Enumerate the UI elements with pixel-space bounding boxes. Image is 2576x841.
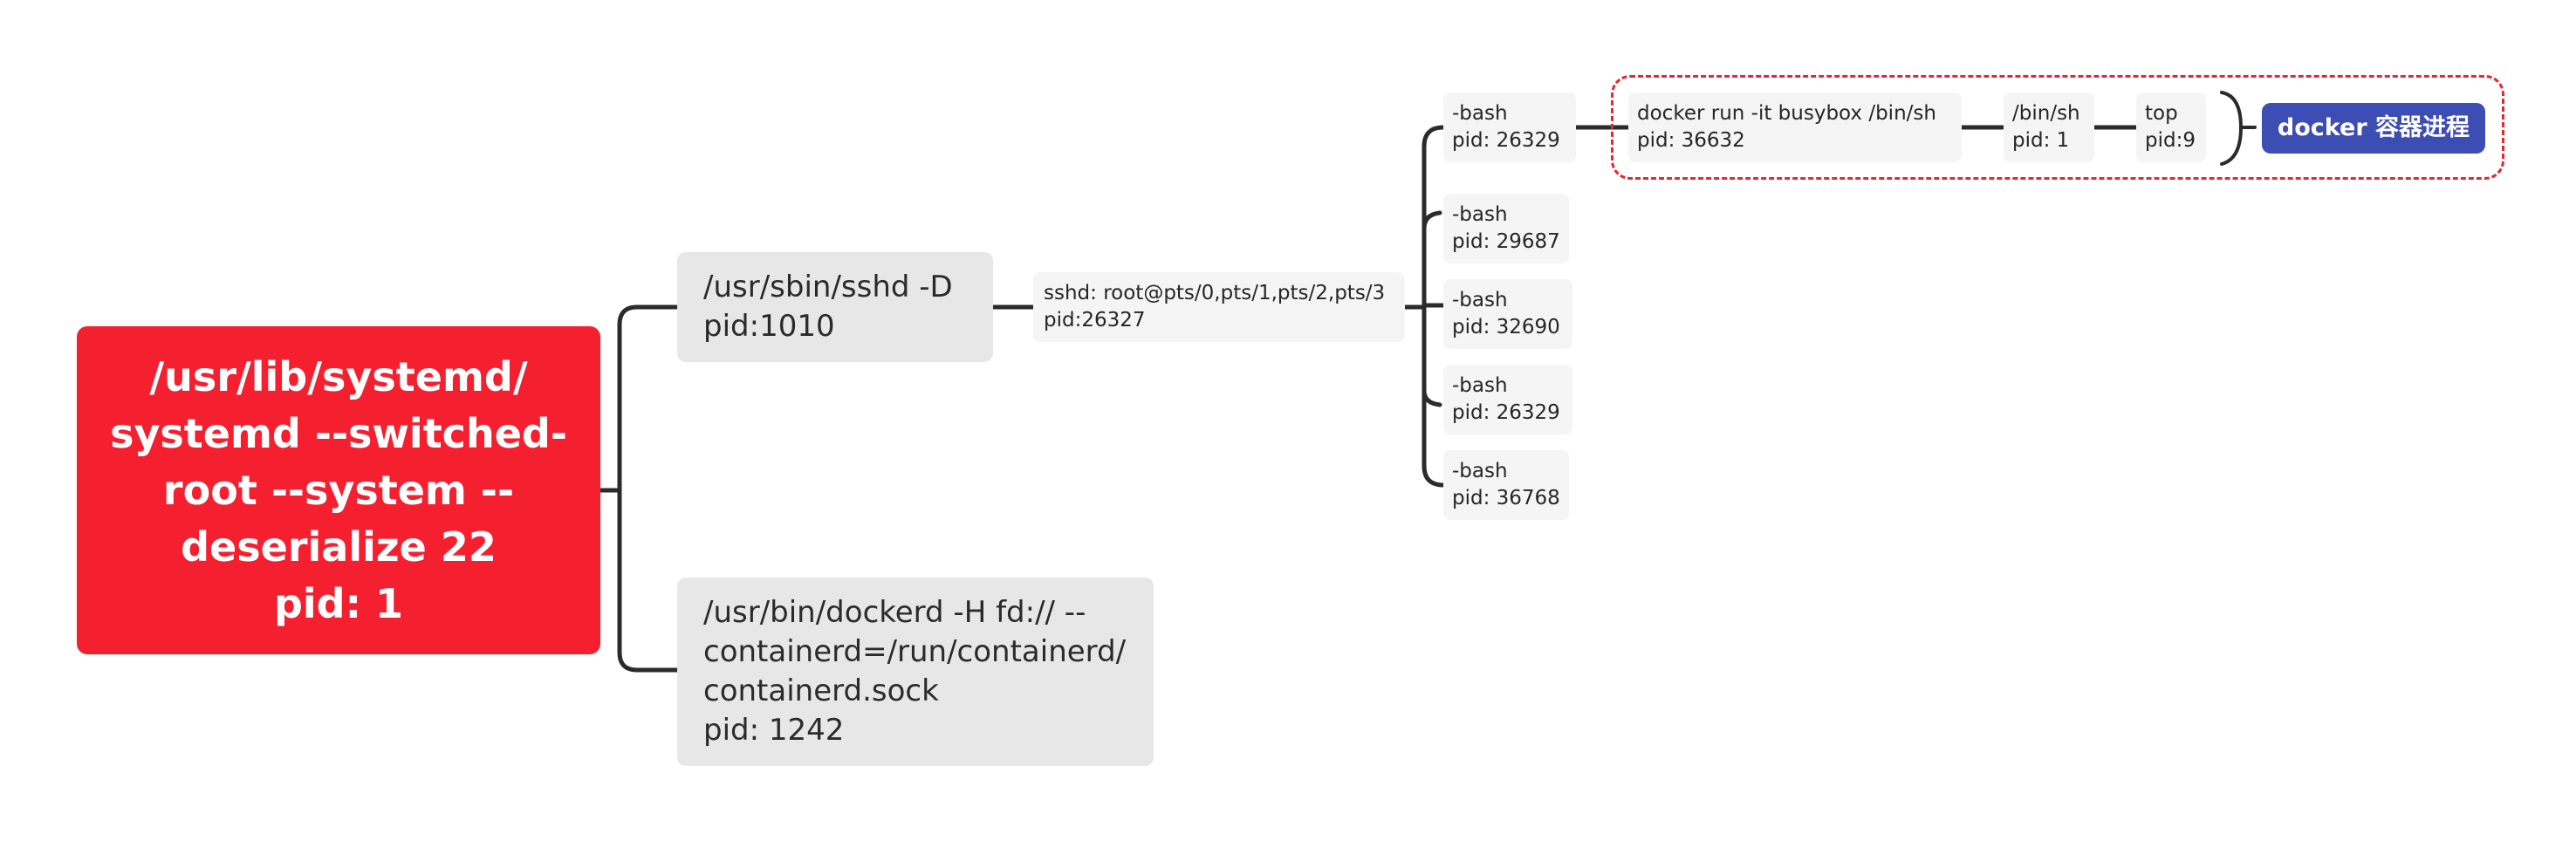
node-bash-2[interactable]: -bash pid: 29687: [1443, 194, 1569, 263]
node-bin-sh[interactable]: /bin/sh pid: 1: [2004, 92, 2094, 162]
node-systemd-root[interactable]: /usr/lib/systemd/ systemd --switched- ro…: [77, 326, 600, 654]
node-docker-run[interactable]: docker run -it busybox /bin/sh pid: 3663…: [1628, 92, 1962, 162]
node-bash-3[interactable]: -bash pid: 32690: [1443, 279, 1572, 349]
connector-bash-2: [1422, 210, 1442, 231]
container-process-label[interactable]: docker 容器进程: [2262, 103, 2485, 154]
container-boundary: [1611, 75, 2504, 180]
node-bash-4[interactable]: -bash pid: 26329: [1443, 365, 1572, 434]
node-bash-5[interactable]: -bash pid: 36768: [1443, 450, 1569, 520]
connector-bash-4: [1422, 388, 1442, 407]
connector-root-bracket: [617, 304, 640, 673]
node-bash-1[interactable]: -bash pid: 26329: [1443, 92, 1576, 162]
node-top[interactable]: top pid:9: [2136, 92, 2206, 162]
node-sshd[interactable]: /usr/sbin/sshd -D pid:1010: [677, 252, 993, 362]
node-dockerd[interactable]: /usr/bin/dockerd -H fd:// -- containerd=…: [677, 578, 1154, 766]
node-sshd-session[interactable]: sshd: root@pts/0,pts/1,pts/2,pts/3 pid:2…: [1033, 272, 1405, 342]
